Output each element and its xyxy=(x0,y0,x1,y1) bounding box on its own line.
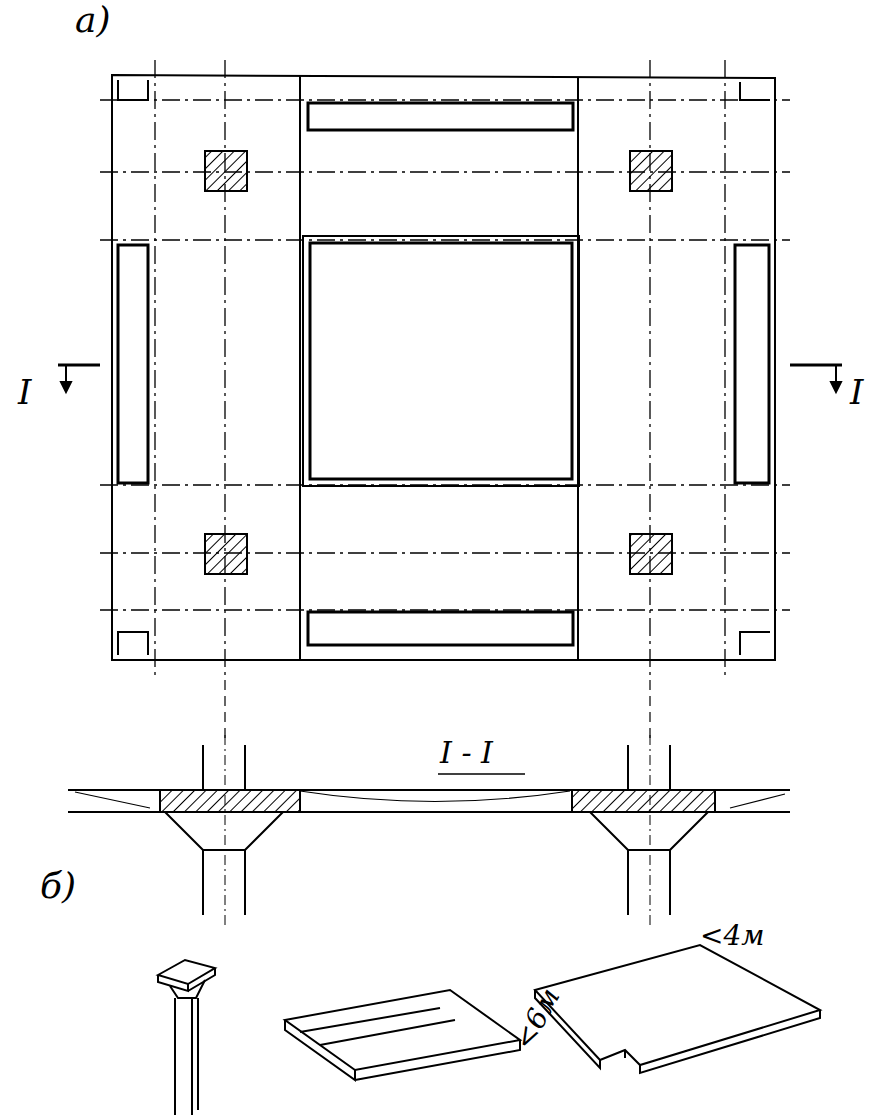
dimension-label: <6м xyxy=(510,984,565,1054)
section-title: I - I xyxy=(440,738,493,768)
figure-letter: б) xyxy=(40,868,76,904)
dimension-label: <4м xyxy=(700,922,765,950)
section-mark: I xyxy=(850,375,863,409)
section-mark: I xyxy=(18,375,31,409)
figure-letter: а) xyxy=(75,2,111,38)
